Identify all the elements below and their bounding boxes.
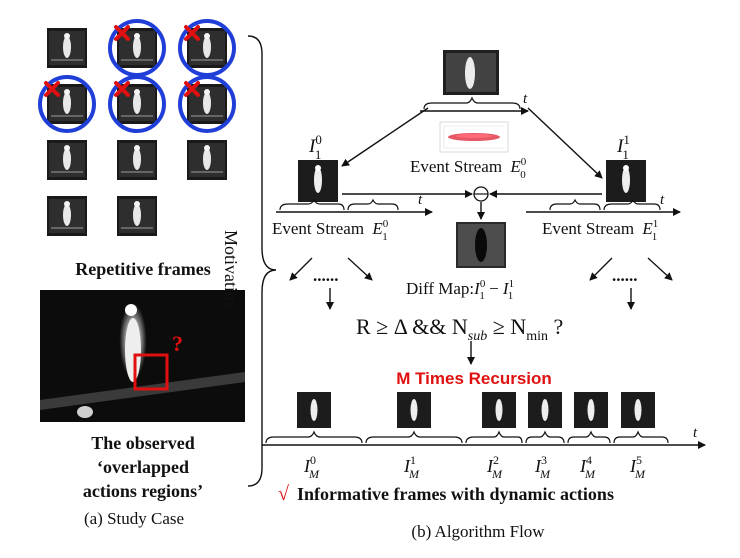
top-time-brace [423, 96, 521, 110]
svg-text:I1M: I1M [403, 453, 420, 481]
arrow-to-left-frame [341, 107, 429, 167]
observed-caption-line3: actions regions’ [83, 481, 203, 501]
right-branch-arrow-2 [647, 257, 673, 281]
observed-caption-line2: ‘overlapped [97, 457, 189, 477]
svg-text:I0M: I0M [303, 453, 320, 481]
left-keyframe [298, 160, 338, 202]
result-frames [297, 392, 655, 428]
result-frame-5 [621, 392, 655, 428]
right-time-braces [549, 198, 661, 211]
observed-caption-line1: The observed [91, 433, 195, 453]
rejected-frame-markers [38, 19, 236, 133]
motivating-label: Motivating [221, 230, 241, 310]
left-branch-arrow-2 [347, 257, 373, 281]
right-time-symbol: t [660, 192, 665, 208]
bottom-time-braces [265, 430, 669, 444]
svg-text:I5M: I5M [629, 453, 646, 481]
study-case-caption: (a) Study Case [84, 509, 184, 528]
diff-map-image [456, 222, 506, 268]
left-time-symbol: t [418, 192, 423, 208]
result-frame-4 [574, 392, 608, 428]
condition-expression: R ≥ Δ && Nsub ≥ Nmin ? [356, 314, 563, 344]
svg-text:I2M: I2M [486, 453, 503, 481]
bottom-time-symbol: t [693, 425, 698, 441]
left-ellipsis: ...... [313, 266, 339, 285]
motivating-brace [247, 35, 277, 487]
overlapped-region-box [133, 353, 169, 391]
left-time-braces [279, 198, 399, 211]
algorithm-flow-caption: (b) Algorithm Flow [411, 522, 545, 541]
informative-frames-label: √Informative frames with dynamic actions [278, 483, 614, 505]
result-frame-2 [482, 392, 516, 428]
arrow-to-right-frame [527, 107, 603, 179]
right-ellipsis: ...... [612, 266, 638, 285]
result-frame-3 [528, 392, 562, 428]
svg-text:I4M: I4M [579, 453, 596, 481]
question-mark: ? [172, 331, 183, 356]
repetitive-frames-label: Repetitive frames [75, 259, 210, 279]
top-event-frame [443, 50, 499, 95]
right-keyframe [606, 160, 646, 202]
svg-text:I3M: I3M [534, 453, 551, 481]
result-frame-1 [397, 392, 431, 428]
right-branch-arrow-1 [589, 257, 613, 281]
event-stream-3d-plot [439, 121, 509, 153]
recursion-label: M Times Recursion [396, 369, 552, 388]
result-frame-0 [297, 392, 331, 428]
top-time-symbol: t [523, 91, 528, 107]
left-branch-arrow-1 [289, 257, 313, 281]
